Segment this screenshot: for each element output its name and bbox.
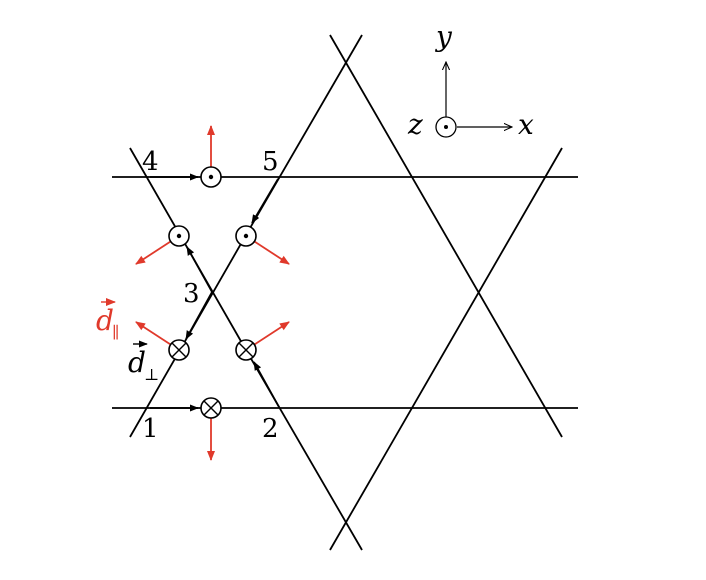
circle-dot-icon (200, 166, 222, 188)
coordinate-axes: y x z (407, 20, 534, 141)
circle-cross-icon (168, 339, 190, 361)
d-parallel-base: d (96, 304, 114, 337)
y-axis-label: y (434, 20, 453, 53)
bond-arrow-3 (185, 291, 213, 340)
d-perp-label: d ⊥ (128, 340, 159, 384)
d-parallel-label: d ∥ (96, 298, 119, 342)
bond-arrows (150, 173, 280, 412)
bond-arrow-2 (253, 361, 280, 408)
lattice-lines (112, 34, 578, 551)
d-parallel-subscript: ∥ (112, 323, 119, 342)
bond-arrow-5 (251, 178, 279, 224)
site-label-5: 5 (262, 147, 279, 177)
d-perp-subscript: ⊥ (144, 365, 159, 384)
x-axis-label: x (518, 108, 534, 141)
bond-arrow-left (186, 246, 213, 293)
site-label-3: 3 (183, 279, 200, 309)
d-perp-base: d (128, 346, 146, 379)
lattice-line-lower-long-rising (329, 147, 563, 551)
circle-dot-icon (168, 225, 190, 247)
site-label-2: 2 (262, 414, 279, 444)
site-label-1: 1 (142, 414, 159, 444)
circle-dot-icon (235, 225, 257, 247)
circle-cross-icon (200, 397, 222, 419)
z-axis-circle-dot-icon (435, 116, 457, 138)
circle-cross-icon (235, 339, 257, 361)
site-label-4: 4 (142, 147, 159, 177)
lattice-line-upper-long-falling (329, 34, 563, 438)
z-axis-label: z (407, 108, 423, 141)
